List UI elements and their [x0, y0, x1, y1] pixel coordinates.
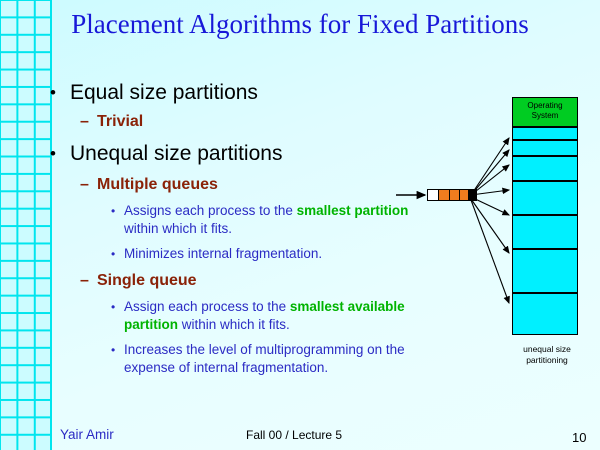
bullet-marker-small-dot: •	[111, 343, 116, 357]
detail-assign-smallest-available: • Assign each process to the smallest av…	[111, 298, 417, 334]
bullet-equal-size-partitions: • Equal size partitions	[50, 81, 258, 105]
memory-partition-1	[513, 128, 577, 141]
subbullet-multiple-queues-label: Multiple queues	[97, 176, 218, 193]
queue-dispatch-hub	[468, 189, 477, 201]
os-label-line1: Operating	[527, 101, 563, 110]
detail-text-pre: Assign each process to the	[124, 299, 290, 314]
detail-text-post: within which it fits.	[124, 221, 233, 236]
memory-partition-operating-system: Operating System	[513, 98, 577, 128]
footer-course: Fall 00 / Lecture 5	[246, 428, 343, 442]
bullet-marker-small-dot: •	[111, 204, 116, 218]
detail-text-post: within which it fits.	[178, 317, 290, 332]
footer-page-number: 10	[572, 430, 587, 445]
subbullet-single-queue-label: Single queue	[97, 272, 197, 289]
subbullet-single-queue: –Single queue	[80, 272, 197, 290]
subbullet-trivial: –Trivial	[80, 113, 143, 131]
bullet-marker-dash: –	[80, 176, 89, 193]
memory-partition-4	[513, 182, 577, 216]
bullet-marker-dash: –	[80, 272, 89, 289]
detail-assigns-smallest-partition-text: Assigns each process to the smallest par…	[124, 202, 411, 238]
bullet-equal-size-partitions-label: Equal size partitions	[70, 81, 258, 104]
detail-increases-multiprogramming-text: Increases the level of multiprogramming …	[124, 342, 405, 375]
queue-slot-3-filled	[449, 190, 461, 200]
bullet-marker-dot: •	[50, 144, 56, 163]
footer-author: Yair Amir	[60, 427, 114, 442]
detail-minimizes-fragmentation-text: Minimizes internal fragmentation.	[124, 246, 323, 261]
bullet-marker-small-dot: •	[111, 300, 116, 314]
arrow-to-partition-7	[470, 199, 510, 305]
page-title: Placement Algorithms for Fixed Partition…	[71, 9, 529, 39]
bullet-marker-dot: •	[50, 83, 56, 102]
bullet-marker-small-dot: •	[111, 247, 116, 261]
decorative-grid-band	[0, 0, 52, 450]
memory-partition-6	[513, 250, 577, 294]
grid-band-edge	[50, 0, 52, 450]
bullet-marker-dash: –	[80, 113, 89, 130]
process-queue-widget	[427, 189, 471, 201]
detail-assign-smallest-available-text: Assign each process to the smallest avai…	[124, 298, 417, 334]
queue-slot-4-filled	[460, 190, 470, 200]
bullet-unequal-size-partitions-label: Unequal size partitions	[70, 142, 283, 165]
arrow-to-partition-1	[470, 137, 510, 196]
highlight-smallest-partition: smallest partition	[296, 203, 409, 218]
queue-slot-1-empty	[428, 190, 439, 200]
memory-partition-3	[513, 157, 577, 182]
memory-partition-diagram: Operating System	[512, 97, 578, 335]
detail-increases-multiprogramming: • Increases the level of multiprogrammin…	[111, 341, 411, 377]
highlight-smallest-available-partition: smallest available partition	[124, 299, 405, 332]
detail-text-pre: Assigns each process to the	[124, 203, 297, 218]
memory-partition-7	[513, 294, 577, 333]
subbullet-multiple-queues: –Multiple queues	[80, 176, 218, 194]
memory-partition-2	[513, 141, 577, 157]
detail-assigns-smallest-partition: • Assigns each process to the smallest p…	[111, 202, 411, 238]
arrow-to-partition-6	[470, 198, 510, 254]
subbullet-trivial-label: Trivial	[97, 113, 144, 130]
os-label-line2: System	[531, 111, 559, 120]
queue-slot-2-filled	[438, 190, 450, 200]
bullet-unequal-size-partitions: • Unequal size partitions	[50, 142, 282, 166]
memory-partition-5	[513, 216, 577, 250]
detail-minimizes-fragmentation: • Minimizes internal fragmentation.	[111, 245, 411, 263]
diagram-caption: unequal size partitioning	[523, 344, 571, 365]
